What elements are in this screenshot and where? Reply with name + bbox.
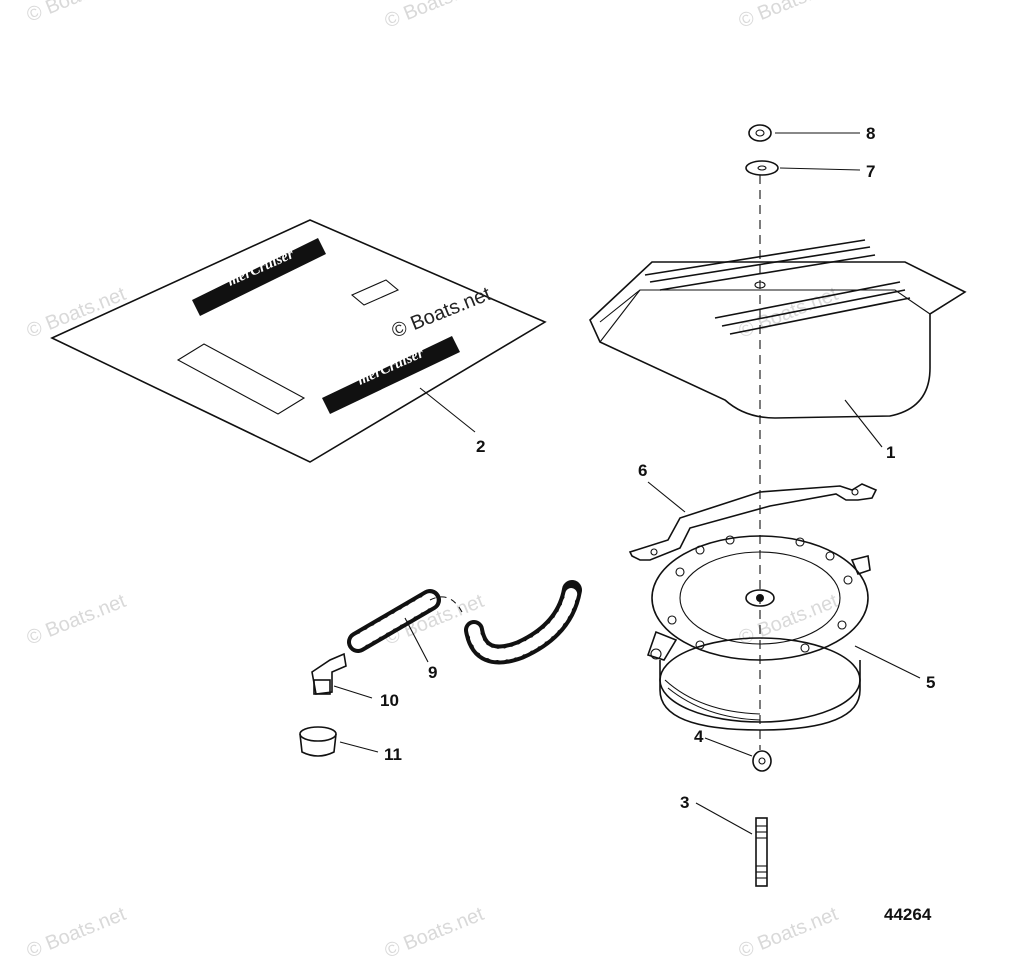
flame-arrestor-part-5 [646, 535, 871, 731]
callout-9: 9 [428, 663, 437, 682]
callout-5: 5 [926, 673, 935, 692]
watermark: © Boats.net [24, 283, 130, 343]
callout-11: 11 [384, 745, 402, 764]
fitting-part-10 [311, 652, 347, 695]
watermark: © Boats.net [736, 903, 842, 963]
watermark: © Boats.net [382, 903, 488, 963]
callout-7: 7 [866, 162, 875, 181]
callout-8: 8 [866, 124, 875, 143]
cover-part [589, 239, 967, 419]
callout-10: 10 [380, 691, 399, 710]
watermark: © Boats.net [389, 283, 495, 343]
callout-labels: 8 7 1 2 6 5 4 3 9 10 11 44264 [380, 124, 935, 924]
washer-part-7 [745, 160, 779, 176]
watermark: © Boats.net [736, 0, 842, 33]
callout-2: 2 [476, 437, 485, 456]
bracket-part-6 [628, 483, 878, 561]
watermark: © Boats.net [24, 0, 130, 27]
watermark-layer: © Boats.net © Boats.net © Boats.net © Bo… [24, 0, 842, 963]
stud-part-3 [755, 817, 768, 887]
cap-part-11 [299, 726, 337, 757]
callout-6: 6 [638, 461, 647, 480]
hose-part-9 [347, 580, 582, 665]
nut-part-8 [748, 124, 772, 142]
decal-sheet-part: merCruiser merCruiser [50, 219, 547, 463]
watermark: © Boats.net [382, 0, 488, 33]
callout-4: 4 [694, 727, 704, 746]
callout-3: 3 [680, 793, 689, 812]
watermark: © Boats.net [24, 903, 130, 963]
nut-part-4 [752, 750, 772, 772]
watermark: © Boats.net [24, 590, 130, 650]
leader-lines [333, 132, 921, 835]
callout-1: 1 [886, 443, 895, 462]
figure-number: 44264 [884, 905, 932, 924]
